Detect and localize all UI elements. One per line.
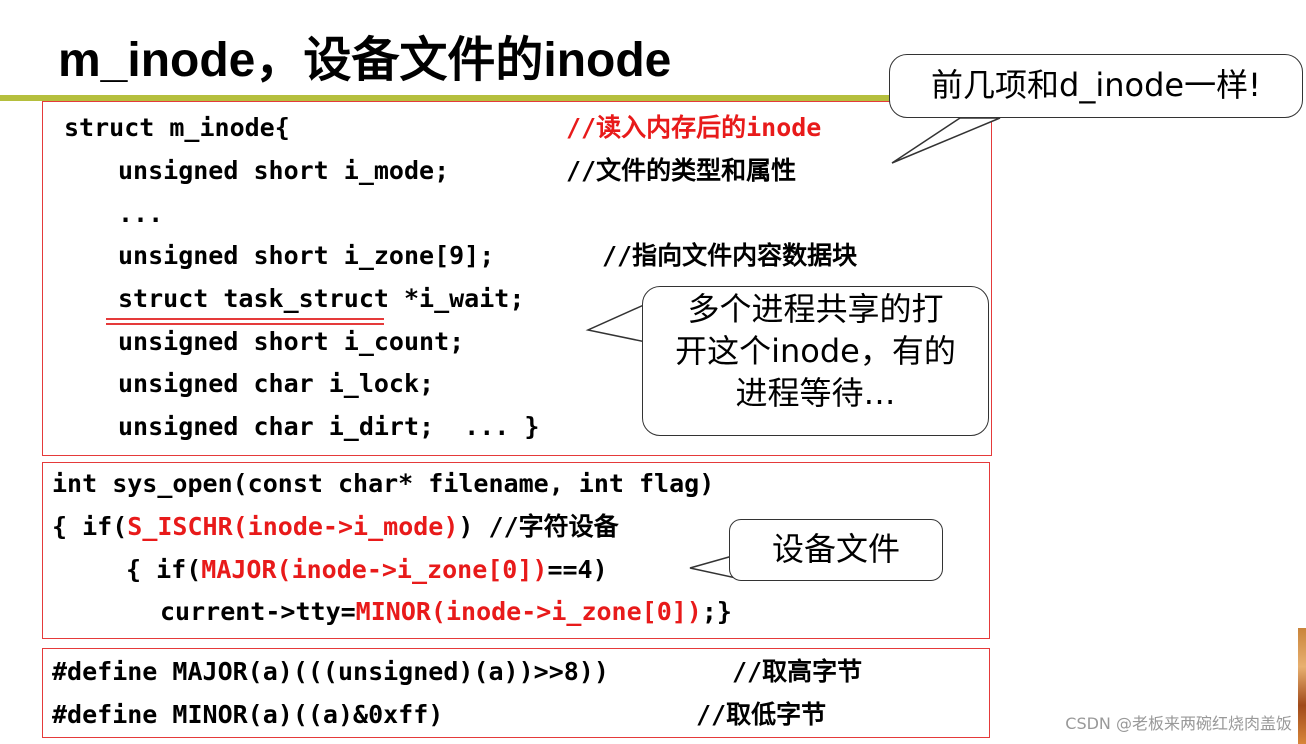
struct-code-line-1: struct m_inode{ — [64, 113, 290, 142]
define-line-2: #define MINOR(a)((a)&0xff) — [52, 700, 444, 729]
callout-device-file: 设备文件 — [729, 519, 943, 581]
callout-shared-line-3: 进程等待… — [735, 374, 896, 412]
callout-shared-line-2: 开这个inode，有的 — [675, 332, 956, 370]
struct-code-line-6: unsigned short i_count; — [118, 327, 465, 356]
struct-code-line-4: unsigned short i_zone[9]; — [118, 241, 495, 270]
open-line-4: current->tty=MINOR(inode->i_zone[0]);} — [160, 597, 732, 626]
define-comment-1: //取高字节 — [732, 657, 863, 686]
wait-underline — [106, 318, 384, 320]
struct-code-line-3: ... — [118, 199, 164, 228]
callout-same-as-d-inode: 前几项和d_inode一样! — [889, 54, 1303, 118]
edge-photo — [1298, 628, 1306, 744]
slide-title: m_inode，设备文件的inode — [58, 34, 672, 87]
struct-comment-4: //指向文件内容数据块 — [602, 241, 858, 270]
struct-comment-1: //读入内存后的inode — [566, 113, 822, 142]
define-code-box — [42, 648, 990, 738]
title-rule — [0, 95, 900, 101]
struct-code-line-7: unsigned char i_lock; — [118, 369, 435, 398]
struct-code-line-5: struct task_struct *i_wait; — [118, 284, 525, 313]
csdn-watermark: CSDN @老板来两碗红烧肉盖饭 — [1065, 714, 1292, 733]
struct-code-line-8: unsigned char i_dirt; ... } — [118, 412, 540, 441]
define-comment-2: //取低字节 — [696, 700, 827, 729]
callout-shared-inode: 多个进程共享的打 开这个inode，有的 进程等待… — [642, 286, 989, 436]
struct-code-line-2: unsigned short i_mode; — [118, 156, 450, 185]
define-line-1: #define MAJOR(a)(((unsigned)(a))>>8)) — [52, 657, 609, 686]
struct-comment-2: //文件的类型和属性 — [566, 156, 797, 185]
open-line-1: int sys_open(const char* filename, int f… — [52, 469, 715, 498]
open-line-3: { if(MAJOR(inode->i_zone[0])==4) — [126, 555, 608, 584]
wait-underline-2 — [106, 323, 384, 325]
callout-shared-line-1: 多个进程共享的打 — [687, 290, 944, 328]
open-line-2: { if(S_ISCHR(inode->i_mode)) //字符设备 — [52, 512, 619, 541]
